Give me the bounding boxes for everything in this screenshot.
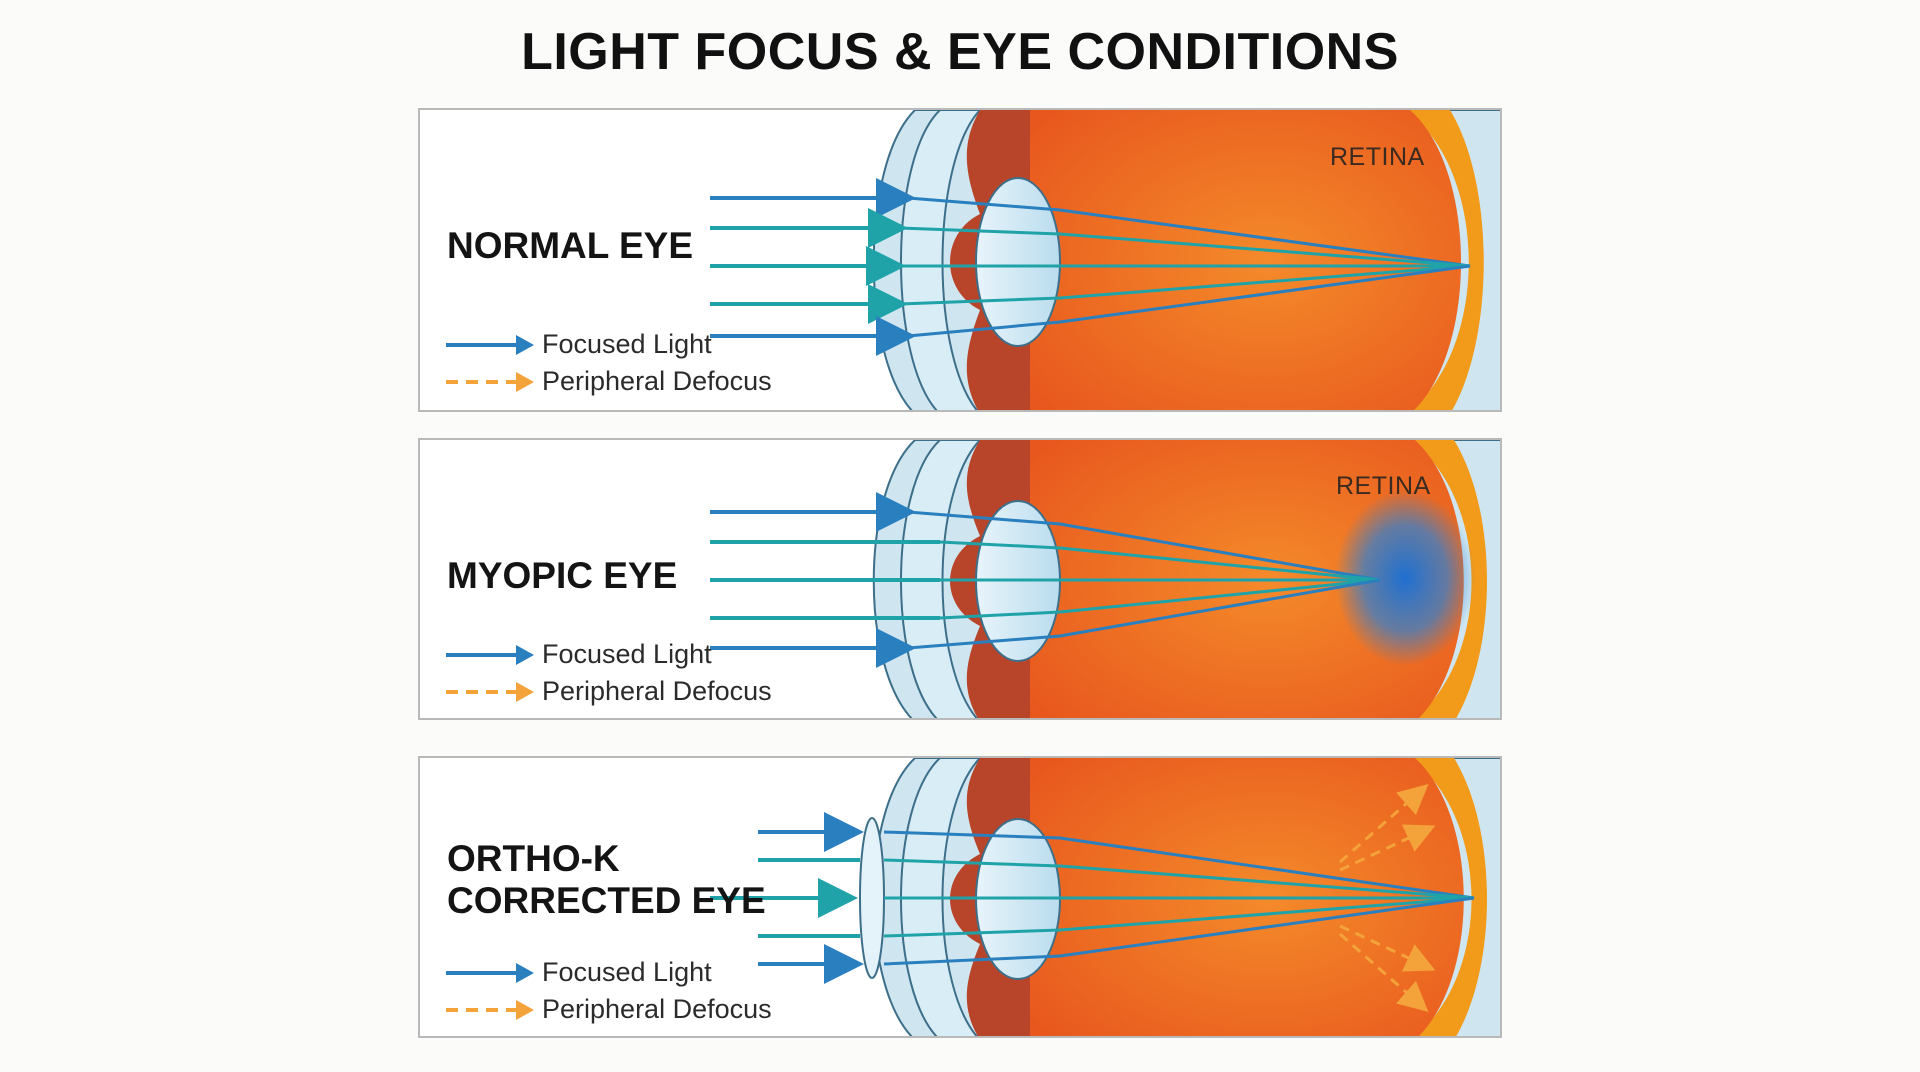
myopic-eye-illustration — [710, 440, 1500, 718]
panel-title-normal-eye: NORMAL EYE — [447, 225, 694, 266]
arrow-right-icon — [446, 963, 534, 983]
legend-label-peripheral-defocus: Peripheral Defocus — [542, 676, 772, 706]
retina-layer — [1410, 758, 1487, 1036]
panel-myopic-eye: RETINA MYOPIC EYE Focused Light Peripher… — [418, 438, 1502, 720]
focused-rays — [883, 830, 1475, 966]
eye-interior — [1030, 110, 1461, 410]
retina-layer — [1410, 440, 1487, 718]
retina-label: RETINA — [1330, 143, 1425, 171]
panel-title-orthok-line-2: CORRECTED EYE — [447, 880, 766, 921]
dashed-arrow-right-icon — [446, 1000, 534, 1020]
legend-label-peripheral-defocus: Peripheral Defocus — [542, 994, 772, 1024]
panel-title-orthok-line-1: ORTHO-K — [447, 838, 620, 879]
retina-label: RETINA — [1336, 472, 1431, 500]
crystalline-lens — [975, 177, 1061, 347]
legend-label-focused-light: Focused Light — [542, 957, 712, 987]
panel-title-myopic-eye: MYOPIC EYE — [447, 555, 678, 596]
panel-normal-eye: RETINA NORMAL EYE Focused Light Peripher… — [418, 108, 1502, 412]
orthok-contact-lens — [859, 817, 885, 979]
arrow-right-icon — [446, 335, 534, 355]
peripheral-defocus-rays — [1339, 784, 1436, 1012]
focused-rays — [898, 196, 1471, 338]
orthok-eye-illustration — [710, 758, 1500, 1036]
legend-label-peripheral-defocus: Peripheral Defocus — [542, 366, 772, 396]
focused-rays — [907, 510, 1381, 650]
normal-eye-illustration — [710, 110, 1500, 410]
arrow-right-icon — [446, 645, 534, 665]
legend-label-focused-light: Focused Light — [542, 329, 712, 359]
defocus-blur-spot — [1335, 490, 1475, 666]
dashed-arrow-right-icon — [446, 682, 534, 702]
panel-orthok-corrected-eye: ORTHO-K CORRECTED EYE Focused Light Peri… — [418, 756, 1502, 1038]
legend-label-focused-light: Focused Light — [542, 639, 712, 669]
diagram-title: LIGHT FOCUS & EYE CONDITIONS — [521, 23, 1399, 81]
dashed-arrow-right-icon — [446, 372, 534, 392]
retina-layer — [1405, 110, 1484, 410]
